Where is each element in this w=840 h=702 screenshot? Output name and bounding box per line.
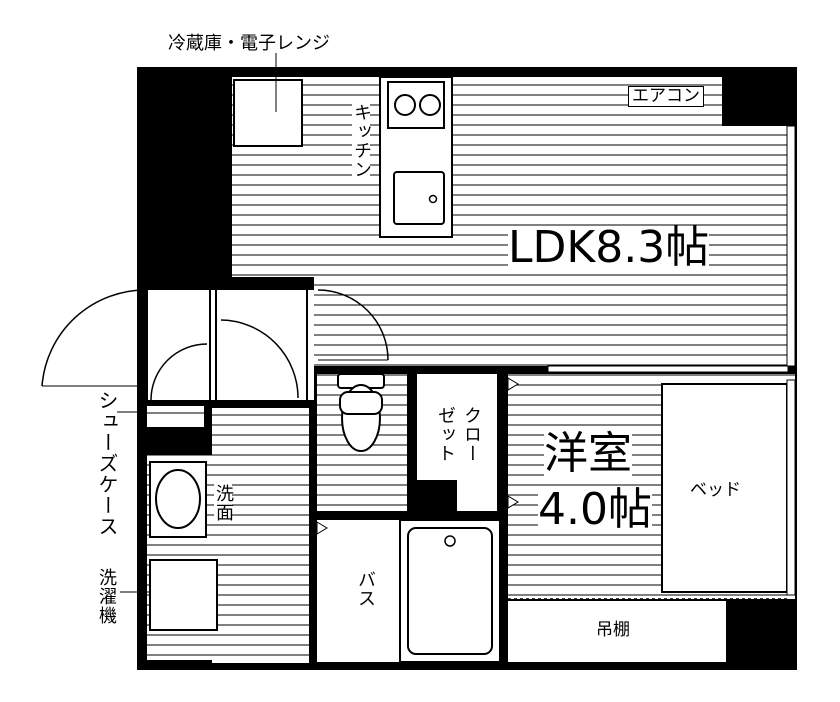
western-room-label: 洋室: [544, 428, 632, 479]
western-room-size-label: 4.0帖: [538, 484, 652, 535]
bath-label: バス: [355, 570, 376, 608]
stove-burner: [419, 94, 441, 116]
shoe-case: [147, 405, 204, 427]
shelf-label: 吊棚: [596, 620, 630, 640]
aircon-label: エアコン: [628, 86, 704, 107]
window: [786, 125, 796, 367]
entrance-door: [41, 289, 148, 387]
ldk-door: [317, 289, 389, 361]
kitchen-label: キッチン: [351, 103, 372, 179]
washstand-label: 洗面: [213, 484, 234, 522]
closet-label-2: ゼット: [435, 406, 456, 463]
closet-label-1: クロー: [461, 406, 482, 463]
entrance-area: [147, 290, 314, 400]
window: [786, 379, 796, 596]
fridge: [233, 79, 303, 147]
stove-burner: [394, 94, 416, 116]
hall-door: [150, 343, 208, 401]
fridge-label: 冷蔵庫・電子レンジ: [168, 33, 330, 54]
washing-machine-space: [149, 559, 218, 631]
sink: [393, 171, 445, 225]
laundry-label: 洗濯機: [96, 568, 117, 625]
hall-door: [220, 319, 299, 399]
bed-label: ベッド: [690, 480, 741, 500]
ldk-label: LDK8.3帖: [508, 222, 710, 273]
shoe-case-label: シューズケース: [95, 390, 119, 537]
ldk-floor: [722, 126, 794, 276]
